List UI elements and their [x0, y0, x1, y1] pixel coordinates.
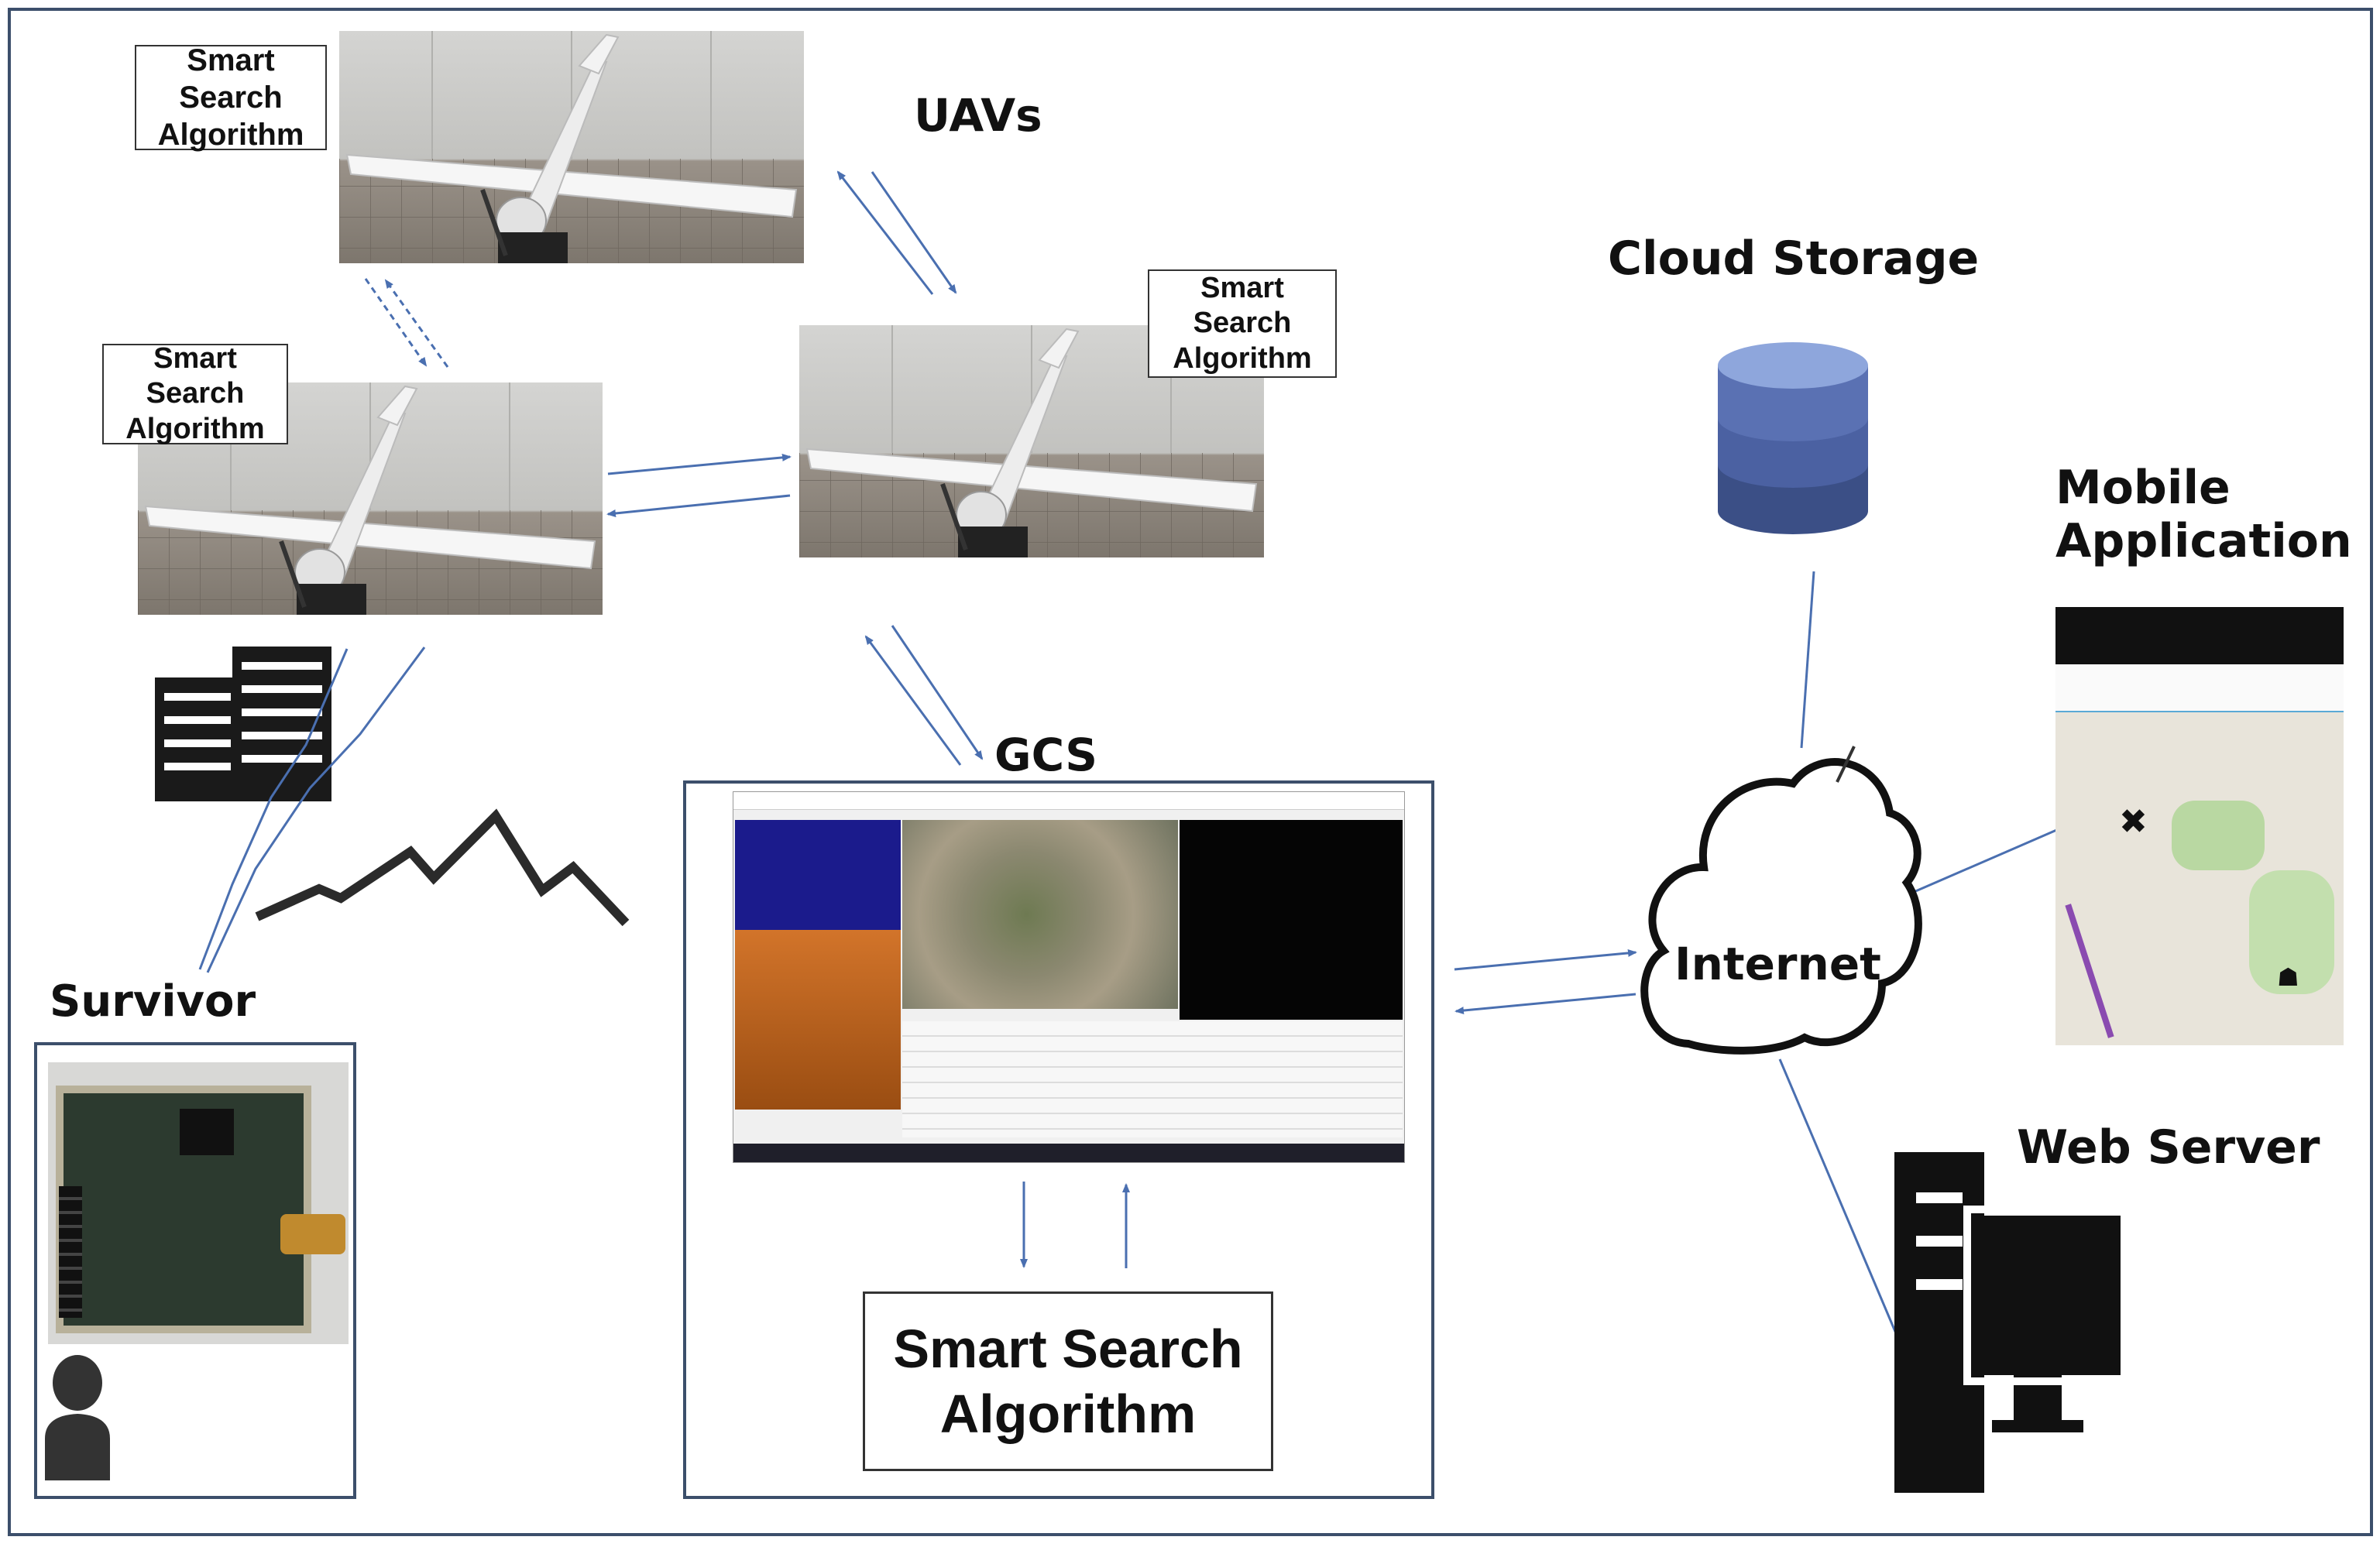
- algorithm-box-text: Smart Search Algorithm: [893, 1316, 1242, 1446]
- gcs-software-screenshot: [733, 791, 1405, 1163]
- building-icon: [155, 647, 331, 801]
- gcs-console: [1180, 820, 1403, 1020]
- signal-lines: [198, 647, 426, 973]
- phone-toolbar: [2055, 664, 2344, 712]
- gcs-control-panel: [902, 1021, 1403, 1137]
- phone-map-park-a: [2172, 801, 2265, 870]
- pcb-header-pins: [59, 1186, 82, 1318]
- algorithm-line2: Algorithm: [939, 1384, 1197, 1444]
- algorithm-label-text: Smart Search Algorithm: [1173, 271, 1312, 375]
- algorithm-label-uav-right: Smart Search Algorithm: [1148, 269, 1337, 378]
- mobile-label-line2: Application: [2055, 514, 2352, 568]
- person-marker-icon: ☗: [2277, 962, 2299, 992]
- circuit-board-photo: [48, 1062, 349, 1344]
- mobile-application-label: Mobile Application: [2055, 461, 2352, 568]
- uav-photo-top: [339, 31, 804, 263]
- gcs-attitude-indicator: [735, 820, 901, 930]
- algorithm-label-uav-left: Smart Search Algorithm: [102, 342, 288, 445]
- mountain-icon: [255, 808, 630, 927]
- survivor-label: Survivor: [50, 976, 256, 1027]
- pcb-connector: [280, 1214, 345, 1254]
- internet-label: Internet: [1674, 938, 1881, 990]
- algorithm-label-text: Smart Search Algorithm: [125, 341, 265, 445]
- algorithm-label-text: Smart Search Algorithm: [157, 43, 304, 152]
- smartphone-map-screenshot: ✖ ☗: [2055, 607, 2344, 1045]
- phone-map-route: [2065, 904, 2114, 1038]
- monitor-icon: [1973, 1216, 2121, 1432]
- algorithm-label-uav-top: Smart Search Algorithm: [135, 43, 327, 152]
- gcs-satellite-map: [902, 820, 1178, 1009]
- web-server-label: Web Server: [2017, 1120, 2320, 1175]
- gcs-horizon-ground: [735, 930, 901, 1110]
- pcb-board: [56, 1086, 311, 1333]
- database-icon: [1718, 342, 1868, 534]
- uavs-label: UAVs: [914, 89, 1042, 142]
- pcb-chip: [180, 1109, 234, 1155]
- gcs-label: GCS: [994, 729, 1098, 781]
- gcs-algorithm-arrows: [1020, 1182, 1130, 1268]
- survivor-box: [34, 1042, 356, 1499]
- cloud-icon: [1640, 746, 1922, 1055]
- gcs-internet-arrows: [1454, 948, 1637, 1015]
- phone-map-park-b: [2249, 870, 2334, 994]
- phone-status-bar: [2055, 607, 2344, 664]
- monitor-bezel: [1963, 1206, 2131, 1385]
- uav-link-arrows: [364, 170, 984, 766]
- cloud-storage-label: Cloud Storage: [1608, 232, 1980, 286]
- gcs-titlebar: [733, 792, 1404, 810]
- algorithm-line1: Smart Search: [893, 1319, 1243, 1379]
- gcs-taskbar: [733, 1144, 1404, 1162]
- algorithm-box-main: Smart Search Algorithm: [863, 1291, 1273, 1471]
- person-icon: [45, 1355, 110, 1480]
- drone-marker-icon: ✖: [2119, 802, 2148, 842]
- internet-links: [1778, 571, 2061, 1334]
- gcs-box: [683, 780, 1434, 1499]
- outer-frame: [8, 8, 2373, 1536]
- mobile-label-line1: Mobile: [2055, 461, 2231, 515]
